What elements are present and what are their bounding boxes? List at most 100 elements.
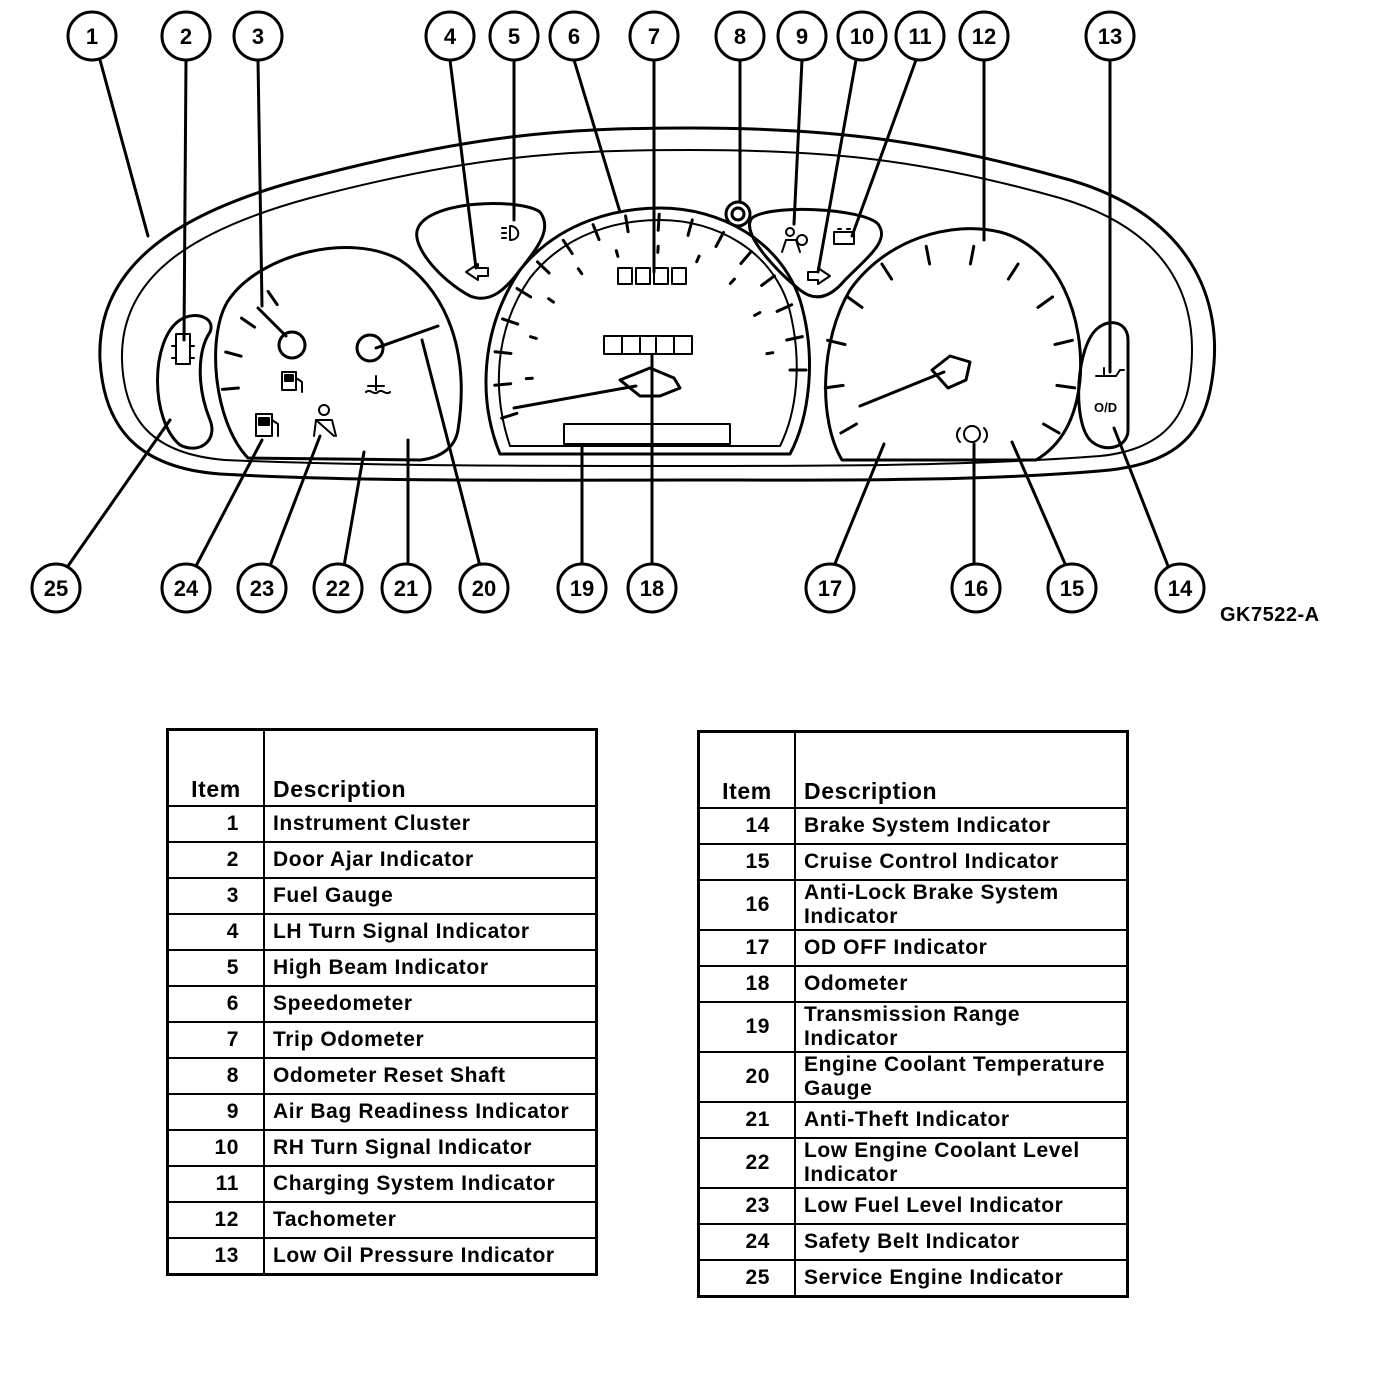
callout-number: 4 — [444, 24, 457, 49]
temp-gauge-needle — [374, 324, 440, 350]
callout-circle — [232, 10, 284, 62]
callout-number: 1 — [86, 24, 98, 49]
tachometer-tick — [1042, 422, 1061, 435]
callout-19: 19 — [556, 562, 608, 614]
callout-22: 22 — [312, 562, 364, 614]
callout-circle — [1154, 562, 1206, 614]
legend-item-number: 25 — [697, 1259, 796, 1297]
legend-item-number: 15 — [697, 843, 796, 881]
legend-item-number: 6 — [166, 985, 265, 1023]
legend-item-description: Low Oil Pressure Indicator — [263, 1237, 598, 1275]
callout-5: 5 — [488, 10, 540, 62]
abs-icon — [956, 425, 988, 443]
speedometer-tick — [561, 238, 574, 256]
speedometer-tick — [536, 260, 551, 275]
legend-item-description: Fuel Gauge — [263, 877, 598, 915]
legend-item-description: Speedometer — [263, 985, 598, 1023]
callout-number: 15 — [1060, 576, 1084, 601]
callout-circle — [958, 10, 1010, 62]
callout-number: 13 — [1098, 24, 1122, 49]
callout-9: 9 — [776, 10, 828, 62]
speedometer-tick — [656, 212, 661, 232]
legend-item-description: OD OFF Indicator — [794, 929, 1129, 967]
speedometer-minor-tick — [529, 335, 538, 340]
callout-13: 13 — [1084, 10, 1136, 62]
leader-lines-bottom — [66, 338, 1170, 568]
legend-item-description: Anti-Lock Brake System Indicator — [794, 879, 1129, 931]
left-indicator-capsule — [156, 314, 214, 450]
callout-18: 18 — [626, 562, 678, 614]
tachometer-tick — [823, 383, 845, 390]
legend-item-number: 20 — [697, 1051, 796, 1103]
item-column-header: Item — [697, 730, 796, 809]
callout-11: 11 — [894, 10, 946, 62]
callout-number: 6 — [568, 24, 580, 49]
callout-circle — [556, 562, 608, 614]
legend-item-description: Door Ajar Indicator — [263, 841, 598, 879]
speedometer-tick — [515, 287, 533, 299]
fuel-gauge-tick — [240, 316, 257, 329]
callout-17: 17 — [804, 562, 856, 614]
callout-circle — [950, 562, 1002, 614]
callout-circle — [312, 562, 364, 614]
callout-circle — [548, 10, 600, 62]
cluster-outer-bezel — [98, 126, 1217, 482]
right-indicator-capsule — [1077, 321, 1130, 450]
callout-2: 2 — [160, 10, 212, 62]
callout-number: 8 — [734, 24, 746, 49]
callout-number: 23 — [250, 576, 274, 601]
callout-circle — [714, 10, 766, 62]
speedometer-tick — [624, 214, 630, 234]
legend-item-number: 14 — [697, 807, 796, 845]
trip-odometer-display — [617, 267, 687, 285]
legend-item-number: 7 — [166, 1021, 265, 1059]
air-bag-icon — [781, 227, 808, 253]
temp-gauge-hub — [355, 333, 385, 363]
legend-item-number: 18 — [697, 965, 796, 1003]
tachometer-tick — [826, 338, 847, 346]
callout-circle — [160, 562, 212, 614]
legend-item-number: 19 — [697, 1001, 796, 1053]
legend-item-description: Charging System Indicator — [263, 1165, 598, 1203]
callout-24: 24 — [160, 562, 212, 614]
leader-lines-top — [98, 58, 1112, 374]
callout-number: 17 — [818, 576, 842, 601]
legend-item-number: 2 — [166, 841, 265, 879]
tachometer-pod — [824, 227, 1083, 462]
callout-7: 7 — [628, 10, 680, 62]
legend-item-number: 17 — [697, 929, 796, 967]
callout-8: 8 — [714, 10, 766, 62]
legend-item-description: Tachometer — [263, 1201, 598, 1239]
tachometer-tick — [1053, 338, 1074, 346]
callout-3: 3 — [232, 10, 284, 62]
fuel-gauge-tick — [224, 350, 243, 358]
high-beam-icon — [501, 225, 520, 241]
left-gauge-pod — [214, 246, 463, 462]
transmission-range-window — [563, 423, 731, 445]
legend-item-number: 12 — [166, 1201, 265, 1239]
tachometer-tick — [1055, 383, 1077, 390]
callout-number: 25 — [44, 576, 68, 601]
description-column-header: Description — [794, 730, 1129, 809]
oil-can-icon — [1095, 367, 1125, 377]
legend-item-description: Odometer — [794, 965, 1129, 1003]
callout-circle — [424, 10, 476, 62]
callout-number: 18 — [640, 576, 664, 601]
low-fuel-icon — [255, 413, 279, 437]
speedometer-needle — [512, 384, 638, 410]
fuel-gauge-needle — [256, 306, 288, 338]
legend-item-description: RH Turn Signal Indicator — [263, 1129, 598, 1167]
tachometer-tick — [880, 262, 894, 281]
legend-item-description: LH Turn Signal Indicator — [263, 913, 598, 951]
callout-number: 10 — [850, 24, 874, 49]
callout-number: 7 — [648, 24, 660, 49]
